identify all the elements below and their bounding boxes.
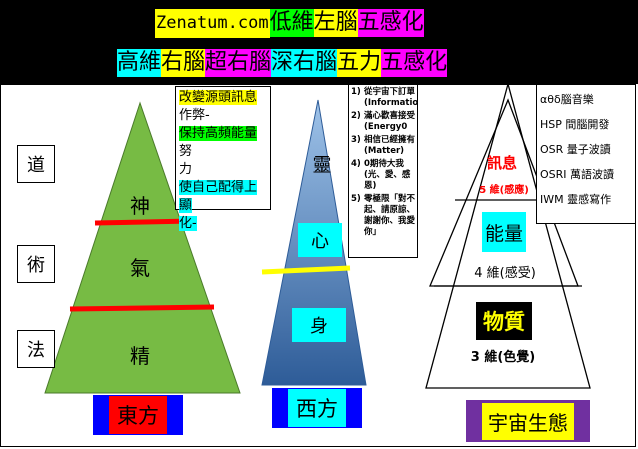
west-level-shen: 身 <box>310 316 328 337</box>
west-label-box: 西方 <box>272 388 362 428</box>
east-level-jing: 精 <box>130 344 150 368</box>
west-step-number: 1) <box>351 87 361 97</box>
west-step-line: 滿心歡喜接受 <box>364 111 416 121</box>
west-step-text: 0期待大我(光、愛、感恩) <box>364 159 415 192</box>
header-left-brain: 左腦 <box>313 9 358 37</box>
west-step-item: 1)從宇宙下訂單(Information) <box>351 87 418 109</box>
header-line-2: 高維 右腦 超右腦 深右腦 五力 五感化 <box>117 46 448 80</box>
header-site: Zenatum.com <box>155 8 270 38</box>
tool-osri: OSRI 萬語波讀 <box>540 168 615 181</box>
cosmos-energy-text: 能量 <box>484 222 523 245</box>
west-step-line: 0期待大我 <box>364 159 404 169</box>
cosmos-info-dim: 5 維(感應) <box>479 185 529 196</box>
west-steps-list: 1)從宇宙下訂單(Information)2)滿心歡喜接受(Energy03)相… <box>351 87 418 238</box>
tool-hsp: HSP 間腦開發 <box>540 118 610 131</box>
note-cheat: 作弊- <box>179 108 210 123</box>
west-label: 西方 <box>288 389 346 427</box>
west-step-line: 謝謝你、我愛 <box>364 216 416 226</box>
west-body-box: 身 <box>292 308 346 342</box>
east-label: 東方 <box>109 396 167 434</box>
east-side-fa: 法 <box>17 330 55 368</box>
tool-brain-music: αθδ腦音樂 <box>540 93 594 106</box>
note-deserve: 使自己配得上顯 <box>179 180 258 213</box>
diagram-frame <box>0 84 636 447</box>
east-divider-lower <box>69 304 215 312</box>
west-steps-box: 1)從宇宙下訂單(Information)2)滿心歡喜接受(Energy03)相… <box>348 84 418 258</box>
west-level-ling: 靈 <box>312 154 332 176</box>
cosmos-triangle <box>425 81 591 389</box>
west-step-text: 從宇宙下訂單(Information) <box>364 87 418 109</box>
east-side-dao: 道 <box>17 145 55 183</box>
west-step-item: 5)零極限「對不起、請原諒、謝謝你、我愛你」 <box>351 194 415 238</box>
header-low-dim: 低維 <box>269 9 314 37</box>
west-step-line: 起、請原諒、 <box>364 205 416 215</box>
west-step-text: 相信已經擁有(Matter) <box>364 135 415 157</box>
cosmos-info-text: 訊息 <box>486 154 518 172</box>
cosmos-energy-dim: 4 維(感受) <box>474 266 536 281</box>
west-step-item: 3)相信已經擁有(Matter) <box>351 135 415 157</box>
header-deep-right-brain: 深右腦 <box>271 49 338 77</box>
west-step-line: (Energy0 <box>364 122 408 132</box>
west-step-item: 4)0期待大我(光、愛、感恩) <box>351 159 415 192</box>
header-line-1: Zenatum.com 低維 左腦 五感化 <box>155 6 424 40</box>
west-step-item: 2)滿心歡喜接受(Energy0 <box>351 111 415 133</box>
note-effort: 努 <box>179 144 193 159</box>
east-divider-upper <box>94 218 193 226</box>
west-step-line: (Information) <box>364 98 418 108</box>
west-step-number: 5) <box>351 194 361 204</box>
west-step-text: 滿心歡喜接受(Energy0 <box>364 111 415 133</box>
west-step-line: 相信已經擁有 <box>364 135 416 145</box>
east-triangle <box>44 101 241 394</box>
note-power: 力 <box>179 162 193 177</box>
west-step-number: 4) <box>351 159 361 169</box>
header-high-dim: 高維 <box>117 49 162 77</box>
header-right-brain: 右腦 <box>161 49 206 77</box>
west-divider <box>261 265 351 275</box>
cosmos-matter-box: 物質 <box>476 302 532 340</box>
note-manifest: 化- <box>179 216 197 231</box>
cosmos-label: 宇宙生態 <box>482 402 574 440</box>
east-side-shu: 術 <box>17 245 55 283</box>
cosmos-matter-dim: 3 維(色覺) <box>470 350 536 365</box>
cosmos-tools-box: αθδ腦音樂 HSP 間腦開發 OSR 量子波讀 OSRI 萬語波讀 IWM 靈… <box>536 84 636 224</box>
header-five-senses-1: 五感化 <box>357 9 424 37</box>
east-level-qi: 氣 <box>130 256 150 280</box>
west-step-number: 3) <box>351 135 361 145</box>
cosmos-label-box: 宇宙生態 <box>466 400 590 442</box>
east-note-box: 改變源頭訊息 作弊- 保持高頻能量努 力 使自己配得上顯 化- <box>175 86 271 231</box>
tool-osr: OSR 量子波讀 <box>540 143 611 156</box>
east-label-box: 東方 <box>93 395 183 435</box>
cosmos-energy-box: 能量 <box>482 212 526 252</box>
east-level-shen: 神 <box>130 194 150 218</box>
cosmos-matter-text: 物質 <box>483 310 525 334</box>
west-heart-box: 心 <box>298 223 342 257</box>
west-step-line: (光、愛、感恩) <box>364 170 411 191</box>
west-step-line: 你」 <box>364 227 382 237</box>
west-step-line: (Matter) <box>364 146 405 156</box>
note-keep-energy: 保持高頻能量 <box>179 126 258 141</box>
tool-iwm: IWM 靈感寫作 <box>540 193 612 206</box>
west-step-line: 零極限「對不 <box>364 194 416 204</box>
west-step-line: 從宇宙下訂單 <box>364 87 416 97</box>
header-five-senses-2: 五感化 <box>381 49 448 77</box>
west-level-xin: 心 <box>311 231 329 252</box>
west-step-text: 零極限「對不起、請原諒、謝謝你、我愛你」 <box>364 194 415 238</box>
header-super-right-brain: 超右腦 <box>205 49 272 77</box>
header-five-powers: 五力 <box>337 49 382 77</box>
west-step-number: 2) <box>351 111 361 121</box>
note-change-source: 改變源頭訊息 <box>179 90 258 105</box>
cosmos-info-label: 訊息 <box>487 152 517 173</box>
